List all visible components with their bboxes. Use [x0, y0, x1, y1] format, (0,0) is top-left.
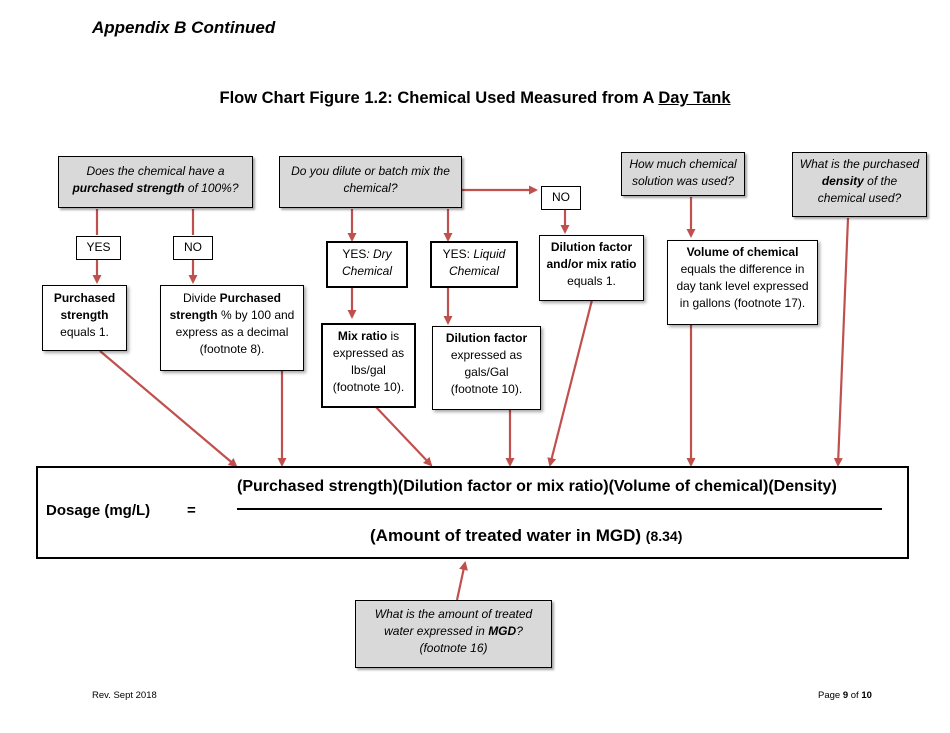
vol-bold: Volume of chemical: [686, 245, 799, 259]
page-total: 10: [861, 690, 872, 701]
dosage-label: Dosage (mg/L): [46, 502, 151, 519]
revision-date: Rev. Sept 2018: [92, 690, 157, 701]
dilmix-rest: equals 1.: [567, 274, 616, 288]
label-yes-liquid: YES: Liquid Chemical: [430, 241, 518, 288]
question-volume: How much chemical solution was used?: [621, 152, 745, 196]
mgd-note: (footnote 16): [419, 641, 488, 655]
question-mgd: What is the amount of treated water expr…: [355, 600, 552, 668]
dosage-equation-box: [36, 466, 909, 559]
fraction-bar: [237, 508, 882, 510]
result-volume: Volume of chemical equals the difference…: [667, 240, 818, 325]
divide-pre: Divide: [182, 291, 220, 305]
q4-text-bold: density: [821, 174, 864, 188]
q3-text: How much chemical solution was used?: [629, 157, 737, 188]
result-dilution-factor: Dilution factor expressed as gals/Gal (f…: [432, 326, 541, 410]
page-current: 9: [842, 690, 849, 701]
mgd-pre: What is the amount of treated water expr…: [374, 607, 533, 638]
page-title: Flow Chart Figure 1.2: Chemical Used Mea…: [0, 89, 950, 108]
mgd-bold: MGD: [488, 624, 517, 638]
denominator-text: (Amount of treated water in MGD): [370, 526, 642, 545]
title-main: Flow Chart Figure 1.2: Chemical Used Mea…: [219, 89, 659, 107]
q4-text-pre: What is the purchased: [799, 157, 920, 171]
mix-bold: Mix ratio: [337, 329, 388, 343]
mix-rest: is expressed as lbs/gal: [332, 329, 405, 377]
dil-bold: Dilution factor: [445, 331, 528, 345]
question-density: What is the purchased density of the che…: [792, 152, 927, 217]
divide-note: (footnote 8).: [199, 342, 265, 356]
arrow-mix-eq: [374, 405, 433, 467]
title-underlined: Day Tank: [658, 89, 731, 107]
arrow-purchased-eq: [99, 350, 238, 468]
divide-post: % by 100 and express as a decimal: [175, 308, 295, 339]
purchased-bold: Purchased strength: [53, 291, 116, 322]
equals-sign: =: [187, 502, 196, 519]
result-mix-ratio: Mix ratio is expressed as lbs/gal (footn…: [321, 323, 416, 408]
label-no: NO: [173, 236, 213, 260]
yes-dry-prefix: YES: [342, 247, 367, 261]
equation-numerator: (Purchased strength)(Dilution factor or …: [237, 478, 837, 495]
dilmix-bold: Dilution factor and/or mix ratio: [546, 240, 637, 271]
result-divide: Divide Purchased strength % by 100 and e…: [160, 285, 304, 371]
label-yes: YES: [76, 236, 121, 260]
equation-denominator: (Amount of treated water in MGD) (8.34): [370, 526, 682, 546]
q1-text-bold: purchased strength: [72, 181, 185, 195]
q4-text-post: of the chemical used?: [817, 174, 902, 205]
arrow-density-eq: [833, 217, 850, 467]
divide-bold: Purchased strength: [169, 291, 282, 322]
q1-text-pre: Does the chemical have a: [86, 164, 225, 178]
page-prefix: Page: [818, 690, 843, 701]
denominator-multiplier: (8.34): [645, 528, 683, 544]
question-dilute: Do you dilute or batch mix the chemical?: [279, 156, 462, 208]
q2-text: Do you dilute or batch mix the chemical?: [291, 164, 450, 195]
yes-dry-italic: : Dry Chemical: [341, 247, 392, 278]
purchased-rest: equals 1.: [60, 325, 109, 339]
label-yes-dry: YES: Dry Chemical: [326, 241, 408, 288]
page-number: Page 9 of 10: [818, 690, 872, 701]
dil-note: (footnote 10).: [450, 382, 523, 396]
result-purchased-strength: Purchased strength equals 1.: [42, 285, 127, 351]
yes-liquid-prefix: YES:: [442, 247, 474, 261]
vol-rest: equals the difference in day tank level …: [676, 262, 809, 310]
q1-text-post: of 100%?: [184, 181, 239, 195]
appendix-heading: Appendix B Continued: [92, 18, 276, 37]
yes-liquid-italic: Liquid Chemical: [448, 247, 506, 278]
result-dilution-mix: Dilution factor and/or mix ratio equals …: [539, 235, 644, 301]
page-mid: of: [848, 690, 862, 701]
question-purchased-strength: Does the chemical have a purchased stren…: [58, 156, 253, 208]
dil-rest: expressed as gals/Gal: [450, 348, 523, 379]
mgd-post: ?: [516, 624, 523, 638]
arrow-dilmix-eq: [547, 299, 594, 467]
label-no-dilute: NO: [541, 186, 581, 210]
arrow-mgd-eq: [455, 561, 468, 601]
mix-note: (footnote 10).: [332, 380, 405, 394]
